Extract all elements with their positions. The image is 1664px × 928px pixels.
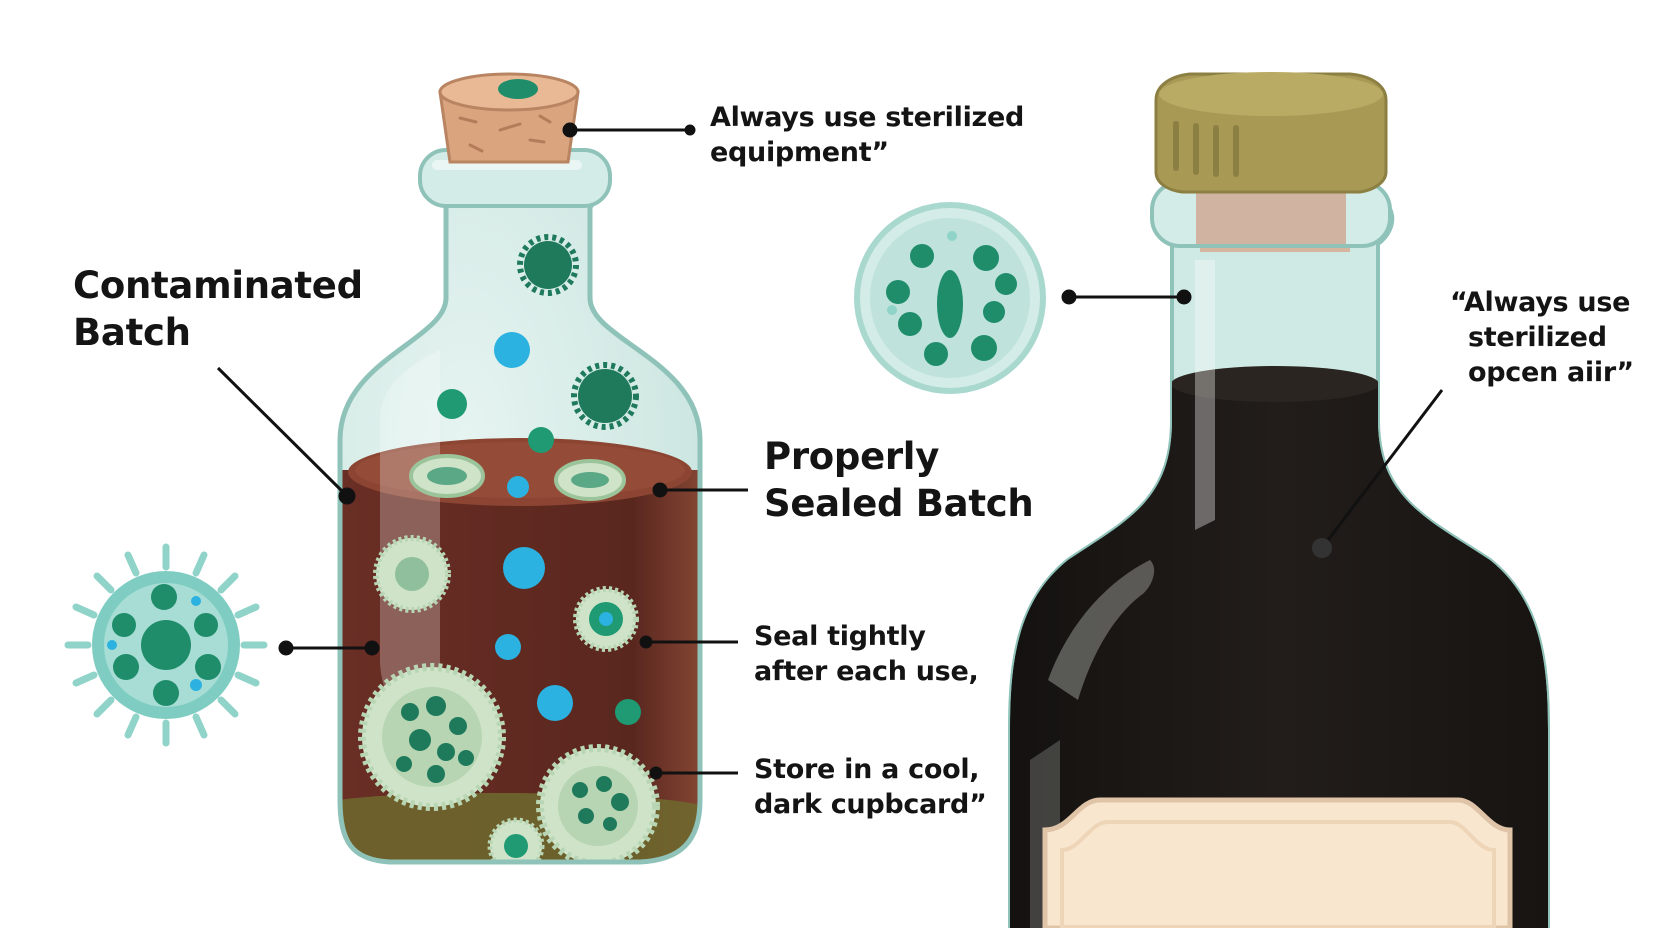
store-cool-line1: Store in a cool, xyxy=(754,754,980,785)
sealed-line1: Properly xyxy=(764,435,940,478)
sterilized-right-note: “Always use sterilized opcen aiir” xyxy=(1450,285,1634,390)
contaminated-bottle xyxy=(337,72,703,865)
store-cool-note: Store in a cool, dark cupbcard” xyxy=(754,752,987,822)
bacteria-magnified-icon xyxy=(854,202,1046,394)
leader-lines xyxy=(216,122,1444,780)
sealed-bottle xyxy=(1008,72,1550,928)
bacteria-magnified-icon xyxy=(64,543,268,747)
seal-tightly-line2: after each use, xyxy=(754,656,979,687)
seal-tightly-note: Seal tightly after each use, xyxy=(754,619,979,689)
contaminated-line2: Batch xyxy=(73,311,191,354)
sterilized-top-line2: equipment” xyxy=(710,137,889,168)
cork-icon xyxy=(438,72,580,164)
sterilized-equipment-note: Always use sterilized equipment” xyxy=(710,100,1024,170)
surface-mold xyxy=(409,454,626,501)
contaminated-batch-label: Contaminated Batch xyxy=(73,262,363,356)
sterilized-top-line1: Always use sterilized xyxy=(710,102,1024,133)
bottle-label xyxy=(1042,797,1513,928)
sterilized-right-line3: opcen aiir” xyxy=(1468,357,1634,388)
sealed-batch-label: Properly Sealed Batch xyxy=(764,433,1034,527)
sterilized-right-line1: “Always use xyxy=(1450,287,1631,318)
sterilized-right-line2: sterilized xyxy=(1468,322,1607,353)
sealed-vinegar xyxy=(1010,369,1548,928)
bottle-cap-icon xyxy=(1154,72,1388,194)
contaminated-line1: Contaminated xyxy=(73,264,363,307)
sealed-line2: Sealed Batch xyxy=(764,482,1034,525)
seal-tightly-line1: Seal tightly xyxy=(754,621,926,652)
store-cool-line2: dark cupbcard” xyxy=(754,789,987,820)
mold-spore-icon xyxy=(437,234,639,498)
submerged-mold xyxy=(358,535,660,862)
